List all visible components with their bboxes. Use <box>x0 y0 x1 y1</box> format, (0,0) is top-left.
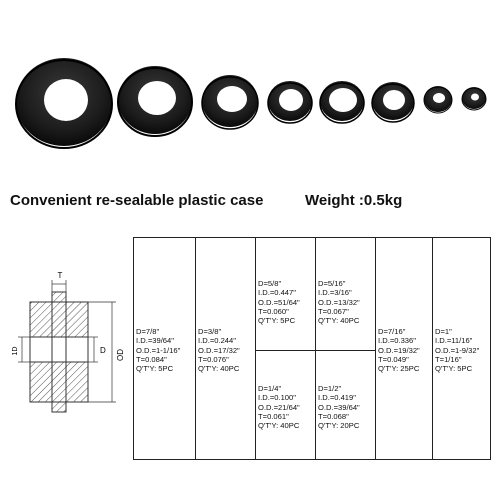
spec-cell-3: D=5/8"I.D.=0.447"O.D.=51/64"T=0.060"Q'T'… <box>258 279 300 326</box>
d-label: D <box>100 346 106 355</box>
grommet-5 <box>319 81 365 124</box>
weight-caption: Weight :0.5kg <box>305 192 403 209</box>
spec-cell-2: D=3/8"I.D.=0.244"O.D.=17/32"T=0.076"Q'T'… <box>198 327 240 374</box>
od-label: OD <box>116 349 125 361</box>
spec-table: D=7/8"I.D.=39/64"O.D.=1-1/16"T=0.084"Q'T… <box>133 237 491 460</box>
grommet-2 <box>117 66 193 137</box>
grommet-7 <box>423 86 453 114</box>
one-d-label: 1D <box>12 347 19 356</box>
grommets-photo <box>15 58 487 149</box>
spec-column-6: D=1"I.D.=11/16"O.D.=1-9/32"T=1/16"Q'T'Y:… <box>433 238 490 459</box>
spec-column-4: D=5/16"I.D.=3/16"O.D.=13/32"T=0.067"Q'T'… <box>316 238 376 459</box>
grommet-3 <box>201 75 259 130</box>
grommet-6 <box>371 82 415 123</box>
case-caption: Convenient re-sealable plastic case <box>10 192 264 209</box>
grommet-8 <box>461 87 487 111</box>
spec-column-5: D=7/16"I.D.=0.336"O.D.=19/32"T=0.049"Q'T… <box>376 238 433 459</box>
spec-cell-5: D=5/16"I.D.=3/16"O.D.=13/32"T=0.067"Q'T'… <box>318 279 360 326</box>
spec-cell-1: D=7/8"I.D.=39/64"O.D.=1-1/16"T=0.084"Q'T… <box>136 327 181 374</box>
grommet-4 <box>267 81 313 124</box>
t-label: T <box>58 271 63 280</box>
spec-cell-6: D=1/2"I.D.=0.419"O.D.=39/64"T=0.068"Q'T'… <box>318 384 360 431</box>
spec-cell-7: D=7/16"I.D.=0.336"O.D.=19/32"T=0.049"Q'T… <box>378 327 420 374</box>
grommet-cross-section-drawing: T D OD 1D <box>12 271 125 413</box>
spec-column-2: D=3/8"I.D.=0.244"O.D.=17/32"T=0.076"Q'T'… <box>196 238 256 459</box>
spec-column-3: D=5/8"I.D.=0.447"O.D.=51/64"T=0.060"Q'T'… <box>256 238 316 459</box>
spec-cell-8: D=1"I.D.=11/16"O.D.=1-9/32"T=1/16"Q'T'Y:… <box>435 327 480 374</box>
spec-cell-4: D=1/4"I.D.=0.100"O.D.=21/64"T=0.061"Q'T'… <box>258 384 300 431</box>
grommet-1 <box>15 58 113 149</box>
spec-column-1: D=7/8"I.D.=39/64"O.D.=1-1/16"T=0.084"Q'T… <box>134 238 196 459</box>
